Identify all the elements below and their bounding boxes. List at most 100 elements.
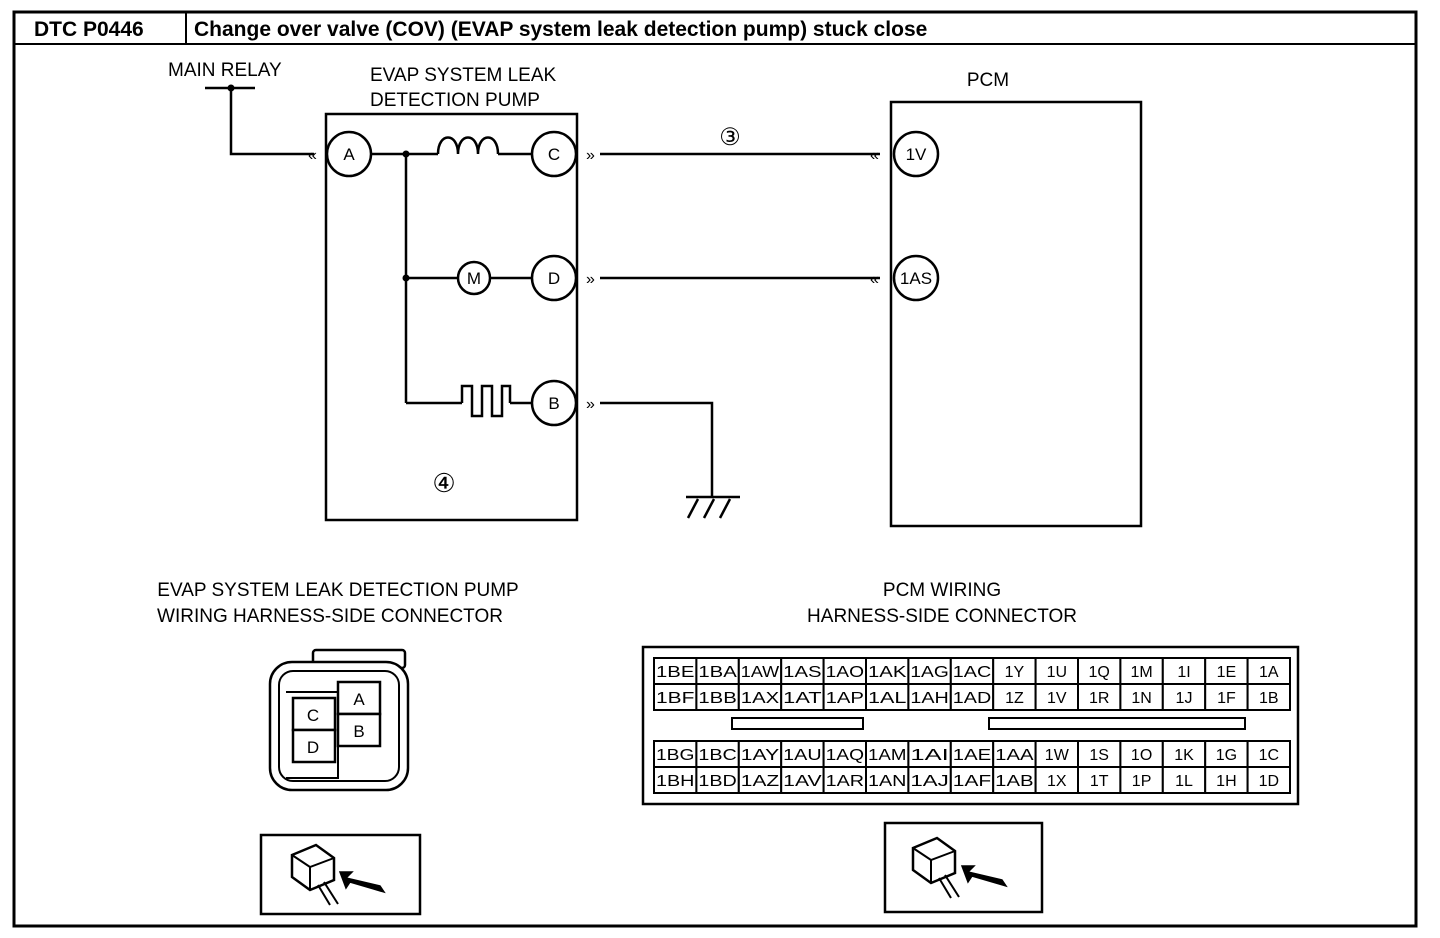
svg-text:1G: 1G — [1216, 747, 1237, 764]
pump-pin-d: D — [530, 254, 578, 302]
svg-text:1AC: 1AC — [953, 664, 991, 681]
svg-text:1W: 1W — [1045, 747, 1070, 764]
pcm-pin-cell: 1AP — [822, 683, 867, 711]
pcm-pin-cell: 1L — [1161, 766, 1207, 794]
pcm-pin-cell: 1Q — [1077, 657, 1122, 685]
svg-text:1AB: 1AB — [995, 773, 1033, 790]
svg-text:1AW: 1AW — [741, 664, 780, 681]
svg-text:1AV: 1AV — [783, 773, 822, 790]
svg-text:1P: 1P — [1132, 773, 1152, 790]
pcm-pin-cell: 1AG — [907, 657, 952, 685]
pcm-pin-cell: 1T — [1077, 766, 1122, 794]
connector-chevron-d: » — [586, 271, 595, 288]
svg-text:1AS: 1AS — [900, 269, 932, 288]
wire-b-to-ground — [600, 401, 714, 497]
svg-text:1AY: 1AY — [741, 747, 780, 764]
pcm-pin-cell: 1W — [1034, 740, 1079, 768]
svg-text:1AH: 1AH — [910, 690, 948, 707]
svg-text:1L: 1L — [1175, 773, 1193, 790]
pcm-pin-cell: 1AF — [949, 766, 995, 794]
connector-chevron-a: « — [308, 147, 317, 164]
svg-text:1V: 1V — [906, 145, 927, 164]
pcm-pin-cell: 1BH — [653, 766, 698, 794]
pcm-pin-cell: 1AW — [737, 657, 783, 685]
pcm-box — [889, 100, 1143, 528]
svg-text:1T: 1T — [1090, 773, 1109, 790]
pcm-pin-cell: 1BF — [653, 683, 698, 711]
pcm-pin-cell: 1U — [1034, 657, 1079, 685]
svg-text:1J: 1J — [1176, 690, 1193, 707]
pcm-pin-cell: 1X — [1034, 766, 1079, 794]
pcm-pin-cell: 1AB — [992, 766, 1037, 794]
svg-text:1AP: 1AP — [826, 690, 864, 707]
svg-text:1I: 1I — [1177, 664, 1190, 681]
component-callout: ④ — [432, 468, 455, 498]
pcm-pin-cell: 1AU — [780, 740, 825, 768]
connector-chevron-b: » — [586, 396, 595, 413]
pump-connector-title-line1: EVAP SYSTEM LEAK DETECTION PUMP — [157, 580, 518, 601]
svg-text:1AX: 1AX — [741, 690, 780, 707]
pcm-pin-cell: 1M — [1119, 657, 1164, 685]
svg-text:A: A — [343, 145, 355, 164]
pcm-pin-cell: 1AY — [737, 740, 783, 768]
pcm-pin-cell: 1AL — [865, 683, 910, 711]
svg-text:1K: 1K — [1174, 747, 1194, 764]
pcm-pin-cell: 1AS — [780, 657, 825, 685]
svg-text:1Y: 1Y — [1005, 664, 1025, 681]
svg-text:1BB: 1BB — [698, 690, 736, 707]
pcm-pin-1v: 1V — [892, 130, 940, 178]
svg-text:1C: 1C — [1259, 747, 1279, 764]
pcm-pin-cell: 1R — [1077, 683, 1122, 711]
pcm-pin-cell: 1AI — [907, 740, 952, 768]
pcm-pin-cell: 1S — [1077, 740, 1122, 768]
pcm-pin-cell: 1AO — [822, 657, 867, 685]
svg-text:1AQ: 1AQ — [826, 747, 864, 764]
pcm-title: PCM — [967, 70, 1009, 91]
svg-text:1M: 1M — [1130, 664, 1152, 681]
svg-text:1Q: 1Q — [1089, 664, 1110, 681]
pump-connector-pin-b: B — [336, 712, 382, 748]
pump-connector-pin-c: C — [291, 696, 337, 732]
pump-title-line2: DETECTION PUMP — [370, 90, 540, 111]
pump-pin-b: B — [530, 379, 578, 427]
svg-text:B: B — [548, 394, 559, 413]
pcm-pin-cell: 1AT — [780, 683, 825, 711]
svg-text:1F: 1F — [1217, 690, 1236, 707]
svg-text:1N: 1N — [1131, 690, 1151, 707]
pcm-pin-cell: 1BC — [695, 740, 740, 768]
svg-text:1R: 1R — [1089, 690, 1109, 707]
pcm-pin-cell: 1BB — [695, 683, 740, 711]
svg-text:1AE: 1AE — [953, 747, 991, 764]
pcm-pin-cell: 1I — [1161, 657, 1207, 685]
dtc-code: DTC P0446 — [34, 18, 144, 41]
connector-chevron-1as: « — [870, 271, 879, 288]
pcm-pin-cell: 1AQ — [822, 740, 867, 768]
pcm-pin-cell: 1AD — [949, 683, 995, 711]
pcm-pin-cell: 1AH — [907, 683, 952, 711]
pcm-pin-cell: 1BA — [695, 657, 740, 685]
pcm-pin-cell: 1BE — [653, 657, 698, 685]
pcm-pin-cell: 1F — [1204, 683, 1249, 711]
pcm-pin-cell: 1AV — [780, 766, 825, 794]
pcm-pin-cell: 1A — [1246, 657, 1291, 685]
svg-text:1AT: 1AT — [783, 690, 822, 707]
pump-box — [324, 112, 579, 522]
wire-main-relay-to-a — [229, 88, 314, 156]
ground-icon — [686, 495, 740, 519]
svg-text:M: M — [467, 269, 481, 288]
pcm-pin-cell: 1H — [1204, 766, 1249, 794]
pcm-pin-cell: 1J — [1161, 683, 1207, 711]
outer-frame — [12, 10, 1418, 928]
pump-connector-pin-d: D — [291, 728, 337, 764]
solenoid-coil-icon — [436, 136, 500, 155]
pcm-pin-cell: 1E — [1204, 657, 1249, 685]
svg-text:1AZ: 1AZ — [741, 773, 780, 790]
svg-text:1AU: 1AU — [783, 747, 821, 764]
svg-text:1AS: 1AS — [783, 664, 821, 681]
svg-text:1O: 1O — [1131, 747, 1152, 764]
svg-text:1B: 1B — [1259, 690, 1279, 707]
pcm-pin-cell: 1AR — [822, 766, 867, 794]
